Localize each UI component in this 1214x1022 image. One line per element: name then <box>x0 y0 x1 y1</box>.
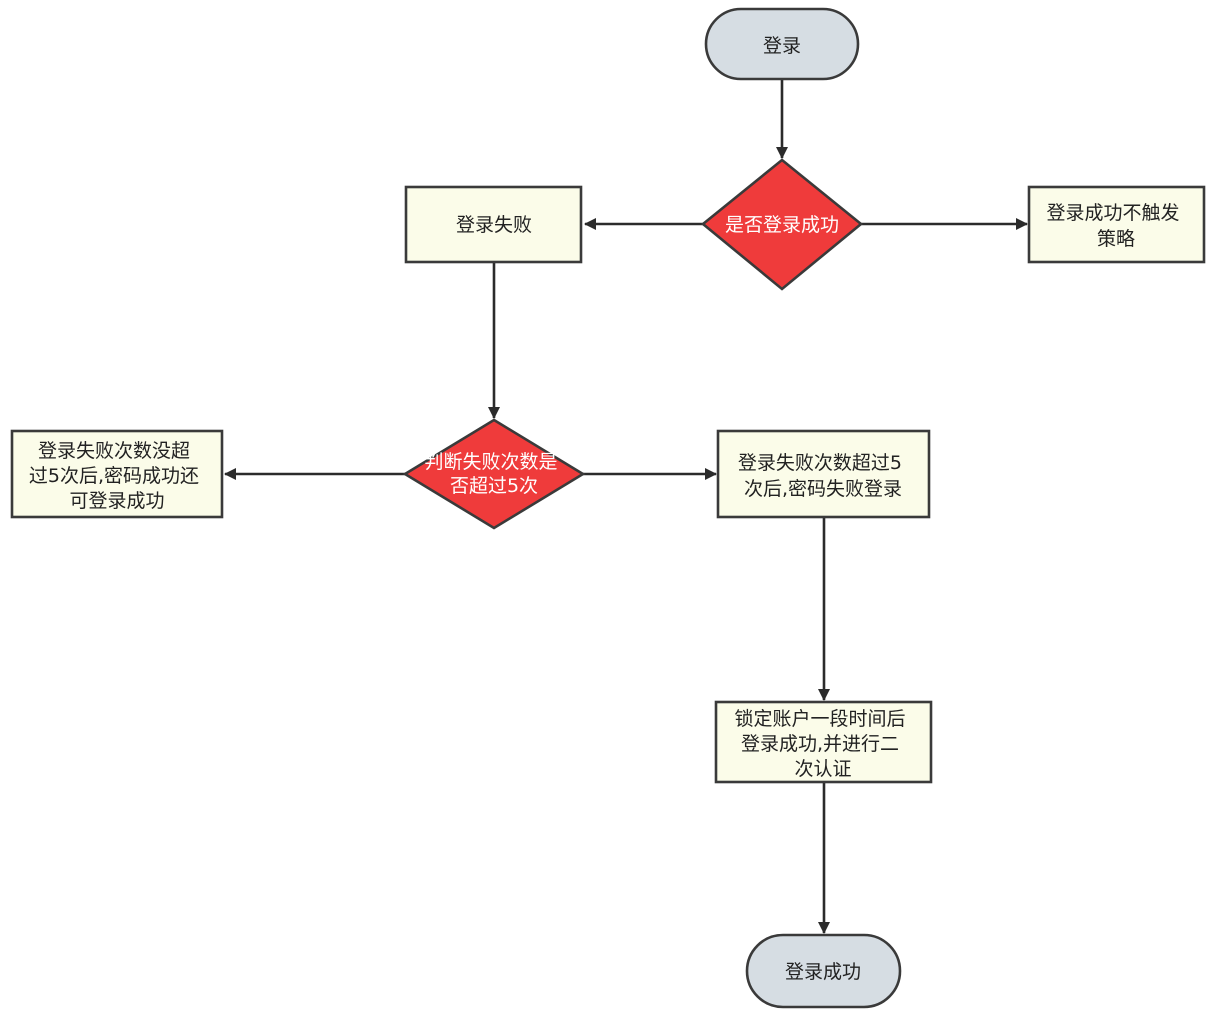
under-limit-line-1: 登录失败次数没超 <box>38 440 190 462</box>
svg-text:锁定账户一段时间后 登录成功,并进行二: 锁定账户一段时间后 登录成功,并进行二 次认证 <box>734 708 911 780</box>
svg-text:登录失败: 登录失败 <box>456 214 532 236</box>
under-limit-box: 登录失败次数没超 过5次后,密码成功还 可登录成功 <box>10 429 224 519</box>
login-failed-box: 登录失败 <box>404 185 583 264</box>
under-limit-line-3: 可登录成功 <box>69 490 164 512</box>
end-terminal: 登录成功 <box>745 933 902 1009</box>
svg-text:登录失败次数没超 过5次后,密码成功还: 登录失败次数没超 过5次后,密码成功还 可登录成功 <box>29 440 205 512</box>
svg-text:登录: 登录 <box>763 35 801 57</box>
start-label: 登录 <box>763 35 801 57</box>
end-label: 登录成功 <box>785 961 861 983</box>
success-no-trigger-line-1: 登录成功不触发 <box>1046 202 1179 224</box>
lock-account-line-1: 锁定账户一段时间后 <box>734 708 905 730</box>
decision-failure-count-line-1: 判断失败次数是 <box>424 451 557 473</box>
over-limit-line-2: 次后,密码失败登录 <box>744 478 902 500</box>
decision-failure-count: 判断失败次数是 否超过5次 <box>402 418 586 530</box>
decision-login-success-label: 是否登录成功 <box>725 214 839 236</box>
lock-account-box: 锁定账户一段时间后 登录成功,并进行二 次认证 <box>714 700 933 784</box>
decision-failure-count-line-2: 否超过5次 <box>450 475 538 497</box>
success-no-trigger-box: 登录成功不触发 策略 <box>1027 185 1206 264</box>
over-limit-box: 登录失败次数超过5 次后,密码失败登录 <box>716 429 931 519</box>
lock-account-line-2: 登录成功,并进行二 <box>741 733 899 755</box>
under-limit-line-2: 过5次后,密码成功还 <box>29 465 199 487</box>
edges <box>224 80 1028 934</box>
start-terminal: 登录 <box>704 7 860 81</box>
svg-text:登录成功: 登录成功 <box>785 961 861 983</box>
lock-account-line-3: 次认证 <box>794 758 851 780</box>
svg-text:判断失败次数是 否超过5次: 判断失败次数是 否超过5次 <box>424 451 563 497</box>
svg-text:是否登录成功: 是否登录成功 <box>725 214 839 236</box>
svg-text:登录成功不触发 策略: 登录成功不触发 策略 <box>1046 202 1185 250</box>
success-no-trigger-line-2: 策略 <box>1097 228 1135 250</box>
over-limit-line-1: 登录失败次数超过5 <box>738 452 902 474</box>
svg-text:登录失败次数超过5 次后,密码失败登录: 登录失败次数超过5 次后,密码失败登录 <box>738 452 908 500</box>
login-failed-label: 登录失败 <box>456 214 532 236</box>
decision-login-success: 是否登录成功 <box>700 158 864 291</box>
